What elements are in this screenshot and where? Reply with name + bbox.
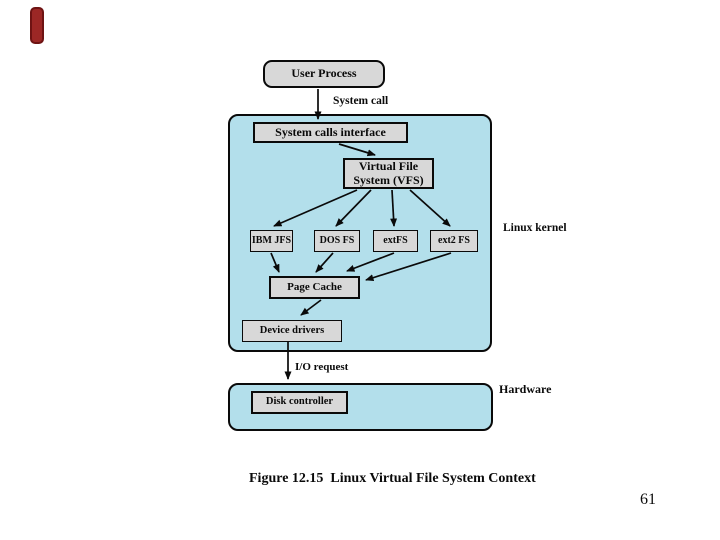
edge-label-io-request: I/O request bbox=[295, 361, 349, 373]
node-ext-fs-label: extFS bbox=[383, 235, 408, 247]
node-device-drivers-label: Device drivers bbox=[259, 324, 325, 336]
page-number: 61 bbox=[640, 491, 656, 508]
region-label-hardware: Hardware bbox=[499, 382, 552, 396]
edge-label-system-call: System call bbox=[333, 95, 389, 107]
slide-accent-bar bbox=[30, 7, 44, 44]
node-system-calls-interface-label: System calls interface bbox=[275, 124, 386, 139]
figure-caption: Figure 12.15 Linux Virtual File System C… bbox=[249, 471, 536, 486]
node-ext-fs: extFS bbox=[373, 230, 418, 252]
node-page-cache: Page Cache bbox=[269, 276, 360, 299]
node-system-calls-interface: System calls interface bbox=[253, 122, 408, 143]
node-disk-controller-label: Disk controller bbox=[265, 396, 334, 408]
node-ibm-jfs: IBM JFS bbox=[250, 230, 293, 252]
node-ext2-fs: ext2 FS bbox=[430, 230, 478, 252]
node-dos-fs-label: DOS FS bbox=[319, 235, 355, 247]
node-disk-controller: Disk controller bbox=[251, 391, 348, 414]
node-vfs-label: Virtual File System (VFS) bbox=[353, 158, 424, 187]
node-device-drivers: Device drivers bbox=[242, 320, 342, 342]
region-label-linux-kernel: Linux kernel bbox=[503, 222, 567, 234]
node-page-cache-label: Page Cache bbox=[287, 281, 342, 294]
node-ibm-jfs-label: IBM JFS bbox=[251, 235, 292, 247]
node-user-process-label: User Process bbox=[291, 66, 357, 81]
node-ext2-fs-label: ext2 FS bbox=[438, 235, 470, 247]
node-user-process: User Process bbox=[263, 60, 385, 88]
node-dos-fs: DOS FS bbox=[314, 230, 360, 252]
node-vfs: Virtual File System (VFS) bbox=[343, 158, 434, 189]
